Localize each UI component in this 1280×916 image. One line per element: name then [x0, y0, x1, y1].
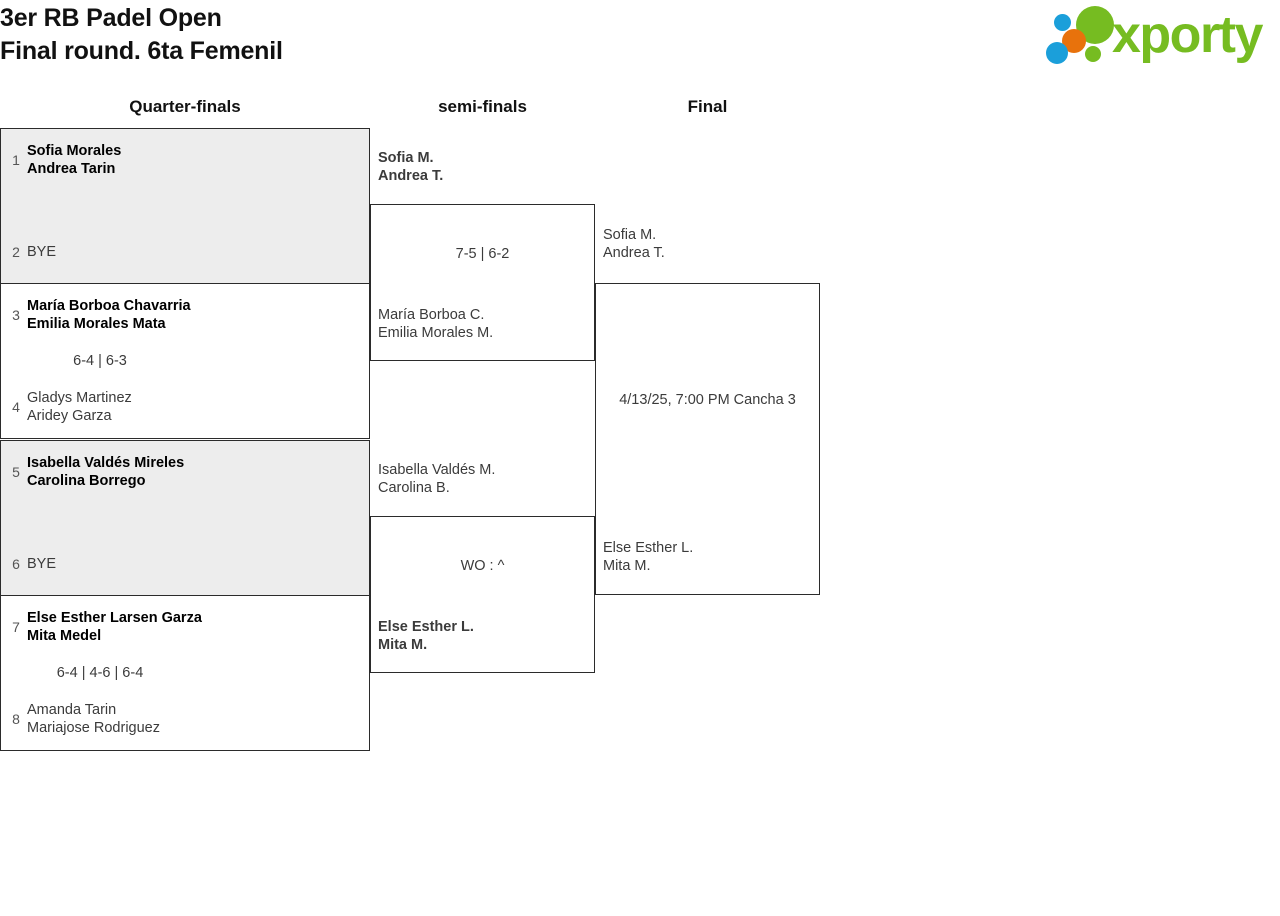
- qf4-bottom-team: Amanda Tarin Mariajose Rodriguez: [27, 702, 160, 736]
- page-title: 3er RB Padel Open Final round. 6ta Femen…: [0, 4, 283, 65]
- logo-dot-blue-bottom-icon: [1046, 42, 1068, 64]
- match-box-qf2[interactable]: 3 María Borboa Chavarria Emilia Morales …: [0, 283, 370, 439]
- match-box-qf3[interactable]: 5 Isabella Valdés Mireles Carolina Borre…: [0, 440, 370, 596]
- sf1-score: 7-5 | 6-2: [455, 246, 510, 262]
- final-schedule: 4/13/25, 7:00 PM Cancha 3: [619, 392, 796, 408]
- qf2-bottom-slot[interactable]: 4 Gladys Martinez Aridey Garza: [1, 382, 369, 432]
- sf1-top-team: Sofia M. Andrea T.: [378, 150, 444, 184]
- round-header-final: Final: [687, 97, 728, 116]
- qf1-bottom-slot[interactable]: 2 BYE: [1, 227, 369, 277]
- qf2-top-seed: 3: [12, 307, 20, 323]
- sf1-bottom-team: María Borboa C. Emilia Morales M.: [378, 307, 494, 341]
- xporty-logo[interactable]: xporty: [1046, 6, 1276, 68]
- qf4-top-seed: 7: [12, 619, 20, 635]
- qf3-bottom-seed: 6: [12, 556, 20, 572]
- match-box-qf1[interactable]: 1 Sofia Morales Andrea Tarin 2 BYE: [0, 128, 370, 284]
- logo-dots-icon: [1046, 6, 1118, 64]
- qf2-top-slot[interactable]: 3 María Borboa Chavarria Emilia Morales …: [1, 290, 369, 340]
- round-header-quarter-finals: Quarter-finals: [129, 97, 241, 116]
- match-box-sf1[interactable]: Sofia M. Andrea T. 7-5 | 6-2 María Borbo…: [370, 150, 595, 361]
- qf4-score: 6-4 | 4-6 | 6-4: [56, 665, 144, 681]
- qf4-bottom-slot[interactable]: 8 Amanda Tarin Mariajose Rodriguez: [1, 694, 369, 744]
- qf3-top-slot[interactable]: 5 Isabella Valdés Mireles Carolina Borre…: [1, 447, 369, 497]
- round-header-semi-finals: semi-finals: [438, 97, 527, 116]
- qf1-bottom-team: BYE: [27, 244, 57, 260]
- qf1-top-slot[interactable]: 1 Sofia Morales Andrea Tarin: [1, 135, 369, 185]
- qf4-top-team: Else Esther Larsen Garza Mita Medel: [27, 610, 202, 644]
- qf2-score: 6-4 | 6-3: [73, 353, 127, 369]
- logo-dot-blue-top-icon: [1054, 14, 1071, 31]
- qf4-bottom-seed: 8: [12, 711, 20, 727]
- sf2-score: WO : ^: [460, 558, 505, 574]
- match-box-sf2[interactable]: Isabella Valdés M. Carolina B. WO : ^ El…: [370, 462, 595, 673]
- qf1-top-team: Sofia Morales Andrea Tarin: [27, 143, 122, 177]
- qf3-top-seed: 5: [12, 464, 20, 480]
- logo-wordmark: xporty: [1112, 6, 1263, 64]
- qf4-top-slot[interactable]: 7 Else Esther Larsen Garza Mita Medel: [1, 602, 369, 652]
- page-header: 3er RB Padel Open Final round. 6ta Femen…: [0, 0, 1280, 88]
- qf2-top-team: María Borboa Chavarria Emilia Morales Ma…: [27, 298, 191, 332]
- qf1-top-seed: 1: [12, 152, 20, 168]
- qf3-bottom-slot[interactable]: 6 BYE: [1, 539, 369, 589]
- logo-dot-green-small-icon: [1085, 46, 1101, 62]
- qf3-bottom-team: BYE: [27, 556, 57, 572]
- match-box-qf4[interactable]: 7 Else Esther Larsen Garza Mita Medel 6-…: [0, 595, 370, 751]
- qf2-bottom-seed: 4: [12, 399, 20, 415]
- match-box-final[interactable]: Sofia M. Andrea T. 4/13/25, 7:00 PM Canc…: [595, 227, 820, 595]
- sf2-top-team: Isabella Valdés M. Carolina B.: [378, 462, 496, 496]
- qf1-bottom-seed: 2: [12, 244, 20, 260]
- qf2-bottom-team: Gladys Martinez Aridey Garza: [27, 390, 132, 424]
- qf3-top-team: Isabella Valdés Mireles Carolina Borrego: [27, 455, 185, 489]
- sf2-bottom-team: Else Esther L. Mita M.: [378, 619, 474, 653]
- final-bottom-team: Else Esther L. Mita M.: [603, 540, 694, 574]
- final-top-team: Sofia M. Andrea T.: [603, 227, 665, 261]
